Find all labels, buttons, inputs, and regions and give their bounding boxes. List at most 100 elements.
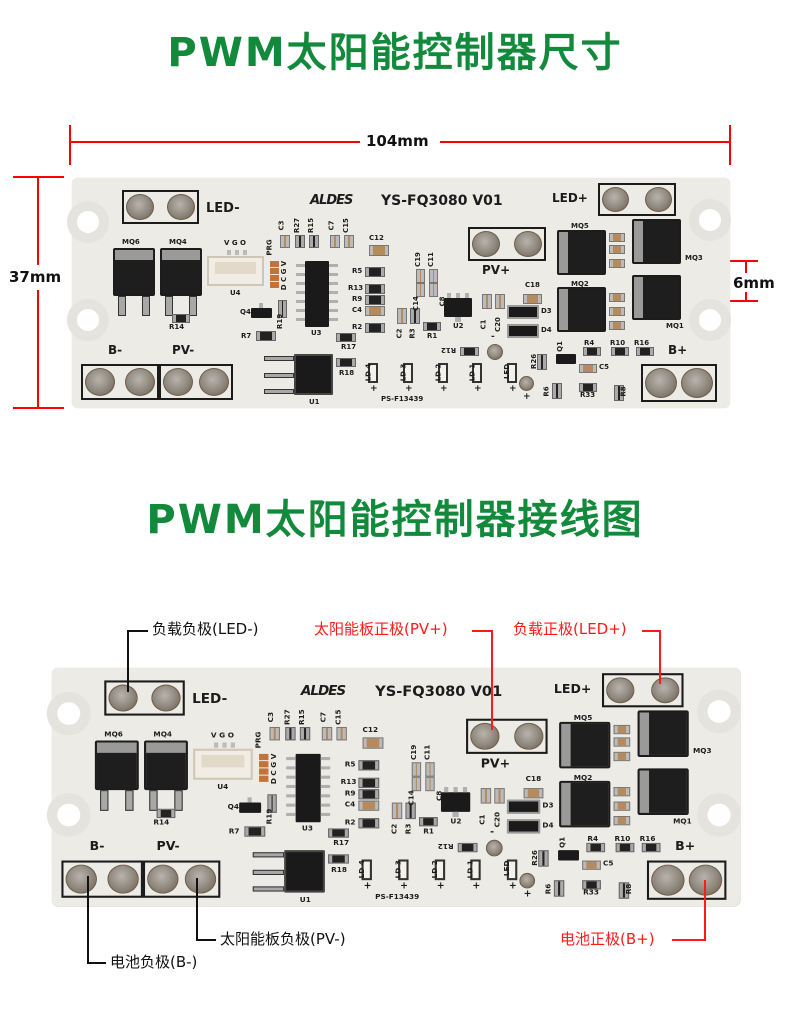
mounting-hole (699, 309, 721, 331)
smd-resistor (328, 828, 349, 838)
silk-label-r8: R8 (624, 883, 633, 895)
smd-capacitor (280, 235, 290, 248)
smd-resistor (244, 826, 266, 837)
smd-resistor (615, 842, 635, 853)
silk-label-prg: PRG (254, 731, 263, 749)
silk-label-r8: R8 (619, 386, 628, 397)
smd-resistor (537, 354, 547, 370)
ic-pin (286, 766, 296, 770)
smd-capacitor (579, 364, 597, 373)
mosfet-leg (118, 296, 126, 316)
connector-slot (215, 262, 256, 274)
solder-pad (163, 368, 193, 396)
smd-capacitor (609, 245, 625, 254)
silk-label-d3: D3 (541, 307, 552, 315)
smd-resistor (586, 842, 606, 853)
silk-label-minus: - (491, 332, 495, 342)
terminal-pv-negative (142, 860, 221, 898)
silk-label-plus: + (370, 384, 378, 394)
silk-label-c12: C12 (362, 725, 379, 735)
silk-label-r10: R10 (610, 339, 626, 347)
smd-resistor (618, 882, 630, 899)
silk-label-mq4: MQ4 (169, 238, 187, 246)
smd-capacitor (613, 724, 631, 735)
mosfet-body (570, 782, 609, 826)
solder-pad (514, 722, 544, 750)
annotation-label: 电池正极(B+) (560, 930, 655, 948)
annotation-label: 太阳能板正极(PV+) (314, 620, 448, 638)
smd-led (361, 859, 372, 881)
smd-resistor (460, 347, 479, 356)
transistor-q4 (251, 308, 272, 318)
smd-capacitor (321, 726, 333, 741)
ic-pin (320, 757, 331, 761)
smd-led (506, 859, 518, 881)
ic-pin (247, 797, 252, 803)
ic-pin (329, 273, 338, 276)
smd-capacitor (609, 259, 625, 268)
silk-label-bm: B- (108, 343, 123, 357)
silk-label-c19: C19 (409, 744, 418, 761)
solder-pad (147, 864, 179, 894)
smd-capacitor (609, 293, 625, 302)
solder-pad (514, 231, 542, 257)
terminal-led-positive (598, 183, 676, 216)
smd-resistor (419, 817, 438, 827)
silk-label-ld4: LD 4 (357, 860, 366, 879)
silk-label-mq5: MQ5 (573, 713, 593, 722)
diode-d3 (506, 799, 541, 814)
mounting-hole (699, 209, 721, 231)
brand-logo: ALDES (310, 193, 353, 208)
transistor-u1 (284, 850, 325, 893)
silk-label-q4: Q4 (240, 308, 251, 316)
smd-resistor (358, 760, 380, 771)
silk-label-r33: R33 (580, 391, 596, 399)
test-pad (487, 344, 503, 360)
terminal-pv-positive (468, 227, 546, 261)
silk-label-c18: C18 (525, 774, 542, 783)
silk-label-c12: C12 (369, 234, 384, 242)
transistor-lead (252, 886, 285, 892)
smd-resistor (614, 385, 624, 401)
prg-pad (259, 775, 269, 782)
ic-pin (296, 264, 305, 267)
silk-label-vgo: V G O (210, 731, 234, 740)
smd-capacitor (362, 737, 384, 749)
silk-label-c5: C5 (599, 363, 610, 371)
ic-pin (465, 293, 469, 298)
silk-label-ld4: LD 4 (364, 363, 373, 382)
solder-pad (606, 677, 635, 704)
silk-label-r12: R12 (441, 346, 457, 354)
solder-pad (85, 368, 115, 396)
ic-pin (453, 787, 458, 793)
smd-resistor (583, 347, 601, 356)
silk-label-r17: R17 (341, 343, 357, 351)
smd-resistor (582, 880, 601, 890)
terminal-pv-positive (466, 718, 548, 754)
silk-label-plus: + (436, 881, 445, 892)
silk-label-plus: + (523, 889, 532, 900)
smd-capacitor (416, 283, 425, 297)
silk-label-r12: R12 (437, 841, 454, 851)
silk-label-c4: C4 (352, 306, 363, 314)
silk-label-bp: B+ (675, 838, 696, 854)
ic-pin (296, 309, 305, 312)
silk-label-c5: C5 (603, 859, 614, 868)
smd-resistor (410, 308, 420, 324)
silk-label-pvp: PV+ (480, 755, 511, 771)
smd-capacitor (397, 308, 407, 324)
smd-resistor (552, 383, 562, 399)
solder-pad (645, 368, 677, 398)
silk-label-r7: R7 (241, 332, 252, 340)
transistor-q1 (558, 850, 579, 861)
smd-capacitor (369, 245, 389, 256)
silk-label-pvp: PV+ (482, 263, 511, 277)
terminal-pv-negative (159, 364, 233, 400)
smd-resistor (636, 347, 654, 356)
silk-label-part: PS-F13439 (375, 892, 420, 901)
silk-label-u2: U2 (450, 817, 462, 826)
silk-label-c3: C3 (266, 711, 276, 723)
silk-label-c14: C14 (411, 296, 420, 311)
silk-label-r17: R17 (333, 838, 350, 848)
